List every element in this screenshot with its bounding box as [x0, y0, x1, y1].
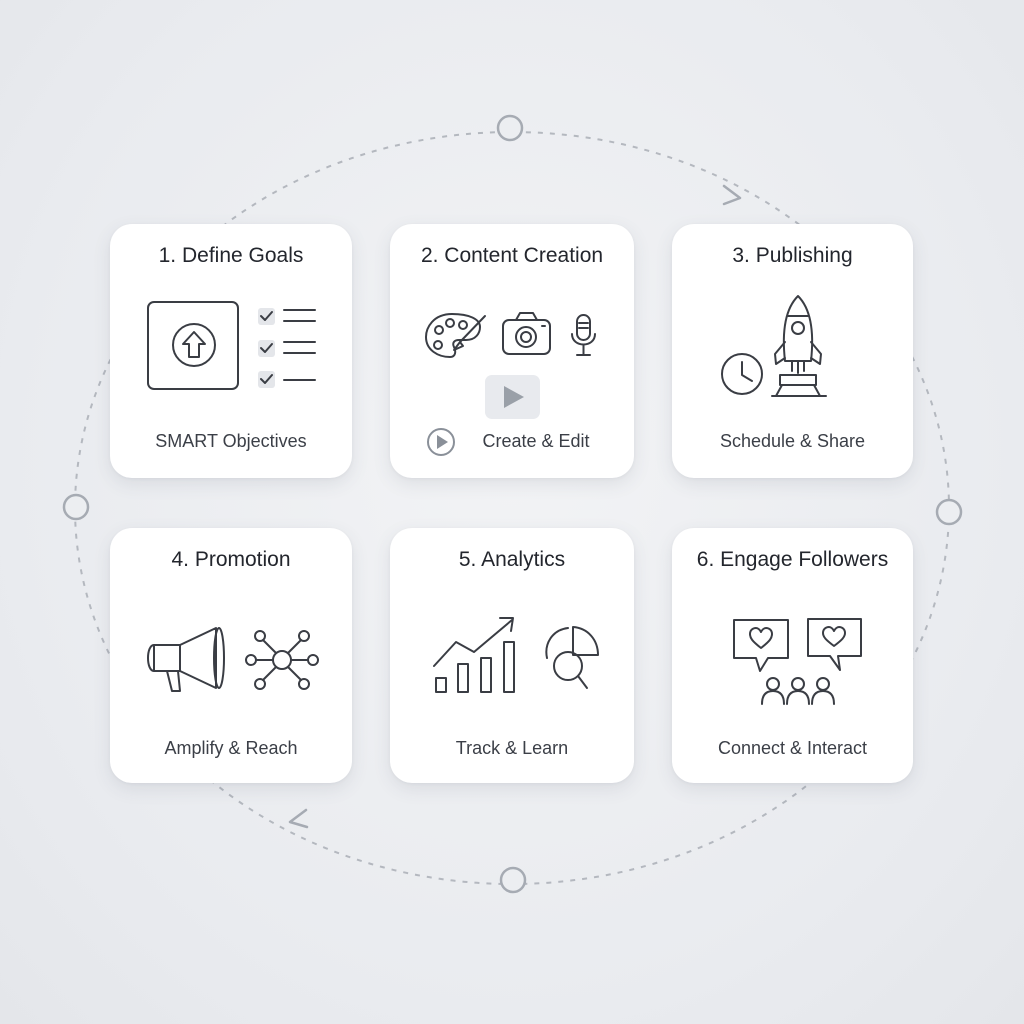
community-icon [761, 677, 835, 705]
clock-icon [721, 353, 763, 395]
checklist-icon [258, 308, 316, 388]
cycle-arrow-bottom-left [288, 808, 309, 829]
step-caption: Track & Learn [455, 738, 569, 758]
network-icon [245, 630, 319, 690]
step-caption: Create & Edit [482, 431, 590, 451]
step-caption: Connect & Interact [717, 738, 868, 758]
step-card-promotion: 4. Promotion Amplify & Reach [110, 528, 352, 783]
step-card-define-goals: 1. Define Goals SMART Objectives [110, 224, 352, 478]
step-card-engage-followers: 6. Engage Followers Connect & Interact [672, 528, 913, 783]
palette-icon [425, 313, 486, 358]
step-caption: SMART Objectives [155, 431, 307, 451]
step-caption: Amplify & Reach [164, 738, 298, 758]
bar-chart-icon [433, 617, 515, 693]
step-title: 6. Engage Followers [696, 548, 889, 571]
magnifier-pie-icon [545, 626, 599, 689]
step-card-content-creation: 2. Content Creation [390, 224, 634, 478]
step-title: 1. Define Goals [158, 244, 304, 267]
upload-arrow-icon [147, 301, 239, 390]
step-caption: Schedule & Share [719, 431, 866, 451]
step-title: 4. Promotion [171, 548, 291, 571]
step-title: 3. Publishing [732, 244, 853, 267]
step-title: 2. Content Creation [420, 244, 604, 267]
camera-icon [502, 312, 551, 355]
rocket-icon [771, 295, 827, 397]
cycle-node-left [62, 493, 90, 521]
heart-chat-icon [733, 618, 862, 672]
play-button-icon [485, 375, 540, 419]
step-title: 5. Analytics [458, 548, 566, 571]
step-card-publishing: 3. Publishing Schedule & Share [672, 224, 913, 478]
cycle-node-right [935, 498, 963, 526]
cycle-node-top [496, 114, 524, 142]
cycle-arrow-top-right [722, 184, 742, 206]
megaphone-icon [147, 627, 225, 692]
step-card-analytics: 5. Analytics Track & Learn [390, 528, 634, 783]
microphone-icon [571, 314, 596, 356]
cycle-node-bottom [499, 866, 527, 894]
play-icon [427, 428, 455, 456]
